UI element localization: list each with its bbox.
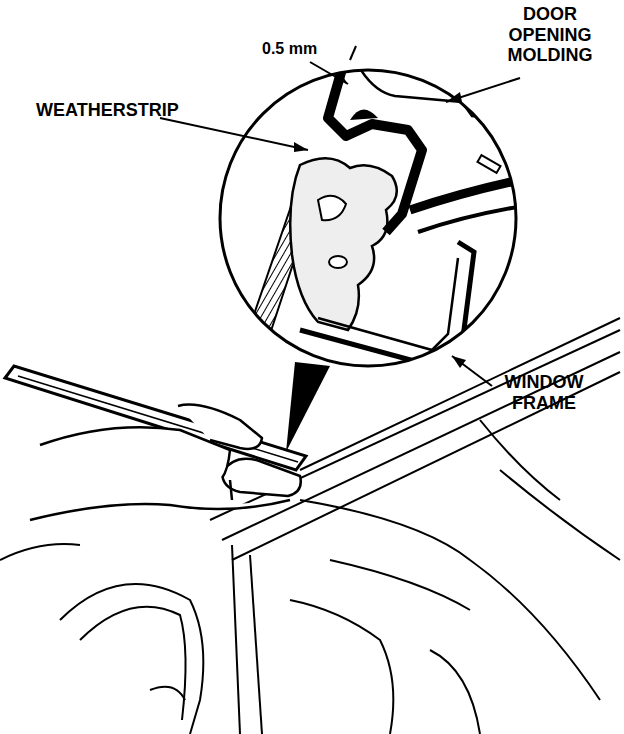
part-label: WINDOW FRAME xyxy=(494,372,594,413)
part-label: 0.5 mm xyxy=(262,40,342,58)
part-label: WEATHERSTRIP xyxy=(36,100,206,121)
part-label: DOOR OPENING MOLDING xyxy=(492,4,608,66)
